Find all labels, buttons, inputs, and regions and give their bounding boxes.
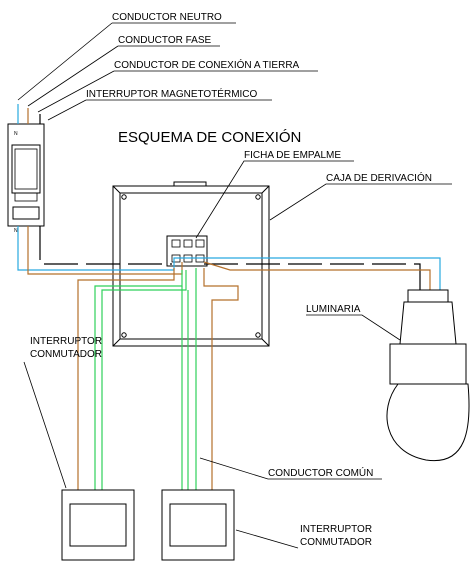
label-conmutador-top-line2: CONMUTADOR: [30, 349, 102, 360]
main-wires: [17, 226, 441, 290]
luminaire: [386, 289, 470, 462]
breaker-top-wires: [17, 104, 41, 124]
caja-leader: [269, 183, 452, 221]
label-conductor-fase: CONDUCTOR FASE: [118, 35, 211, 46]
label-caja-derivacion: CAJA DE DERIVACIÓN: [326, 171, 432, 184]
top-leader-lines: [17, 22, 318, 121]
ficha-leader: [195, 160, 354, 239]
switch-left: [61, 489, 135, 561]
label-conmutador-bottom-line2: CONMUTADOR: [300, 537, 372, 548]
luminaria-leader: [306, 314, 401, 341]
comun-leader: [199, 457, 382, 480]
label-ficha-empalme: FICHA DE EMPALME: [244, 150, 341, 161]
breaker: N N: [7, 123, 45, 234]
connector-block: [166, 235, 208, 267]
label-conductor-neutro: CONDUCTOR NEUTRO: [112, 12, 222, 23]
junction-box: [112, 181, 270, 347]
label-luminaria: LUMINARIA: [306, 304, 361, 315]
breaker-n-top: N: [14, 131, 18, 137]
label-conductor-tierra: CONDUCTOR DE CONEXIÓN A TIERRA: [114, 58, 300, 71]
label-interruptor-magnetotermico: INTERRUPTOR MAGNETOTÉRMICO: [86, 87, 258, 100]
breaker-n-bottom: N: [14, 228, 18, 234]
conmutador-bottom-leader: [235, 529, 299, 549]
label-conductor-comun: CONDUCTOR COMÚN: [268, 466, 373, 479]
diagram-title: ESQUEMA DE CONEXIÓN: [118, 129, 301, 146]
conmutador-top-leader: [23, 361, 67, 489]
switch-wires: [77, 268, 239, 490]
label-conmutador-bottom-line1: INTERRUPTOR: [300, 524, 372, 535]
label-conmutador-top-line1: INTERRUPTOR: [30, 336, 102, 347]
switch-right: [161, 489, 235, 561]
